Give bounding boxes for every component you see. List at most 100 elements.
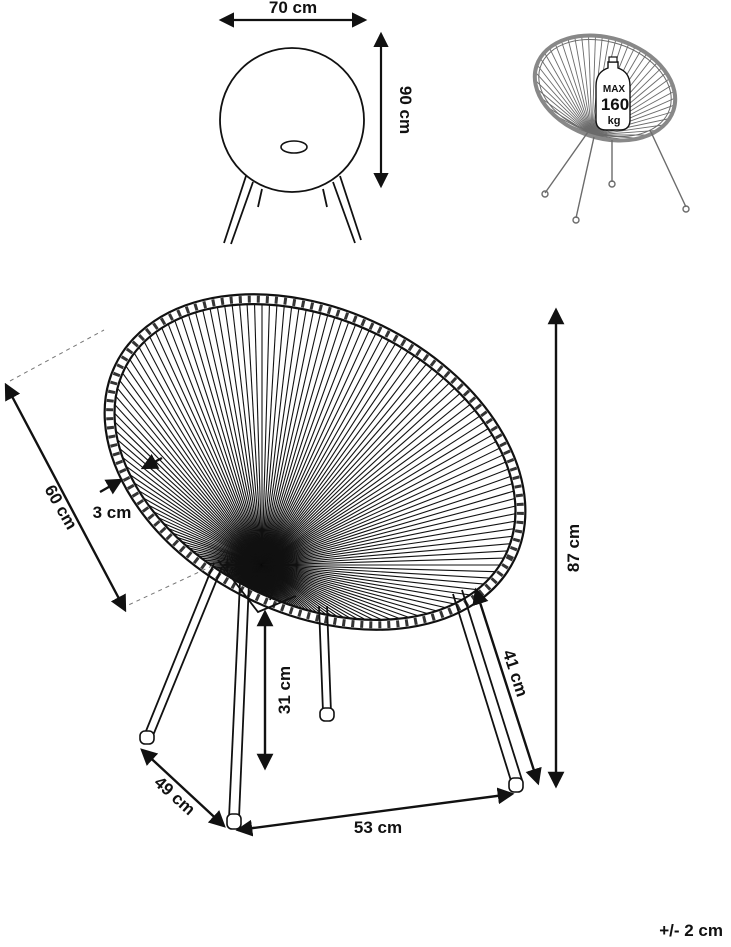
weave-string <box>261 564 438 683</box>
weave-string <box>591 134 689 155</box>
weave-string <box>261 564 448 683</box>
weave-string <box>62 400 263 566</box>
weave-string <box>62 564 263 683</box>
weave-string <box>261 564 568 683</box>
weave-string <box>62 564 263 683</box>
weave-string <box>521 134 593 158</box>
weave-string <box>225 241 263 566</box>
weave-string <box>261 564 568 683</box>
weave-string <box>521 115 593 136</box>
weave-string <box>591 134 654 158</box>
max-load-value: 160 <box>601 95 629 114</box>
weave-string <box>261 552 568 566</box>
weave-string <box>261 564 568 683</box>
weave-string <box>261 564 568 673</box>
weave-string <box>86 564 263 683</box>
weave-string <box>521 134 593 158</box>
weave-string <box>261 241 529 566</box>
max-load-unit: kg <box>608 115 621 127</box>
weave-string <box>62 317 263 566</box>
weave-string <box>521 134 593 155</box>
weave-string <box>591 134 687 158</box>
weave-string <box>62 564 263 661</box>
weave-string <box>62 564 263 683</box>
weave-string <box>591 134 663 158</box>
weave-string <box>154 241 263 566</box>
weave-string <box>143 564 263 683</box>
weave-string <box>521 30 593 136</box>
weave-string <box>261 564 568 683</box>
weave-string <box>62 564 263 683</box>
chair-frame <box>143 559 523 819</box>
weave-string <box>521 134 593 146</box>
weave-string <box>591 134 689 158</box>
weave-string <box>201 241 263 566</box>
weave-string <box>261 446 568 566</box>
weave-string <box>521 134 593 158</box>
weave-string <box>261 412 568 566</box>
weave-string <box>591 134 636 158</box>
weave-string <box>189 564 263 683</box>
weave-string <box>249 241 263 566</box>
weave-string <box>62 564 263 683</box>
weave-string <box>62 564 263 683</box>
weave-string <box>261 564 335 683</box>
weave-string <box>591 134 645 158</box>
weave-string <box>591 134 689 158</box>
seat-height-label: 31 cm <box>275 666 294 714</box>
weave-string <box>557 134 593 158</box>
weave-string <box>62 564 263 683</box>
weave-string <box>261 337 568 566</box>
weave-string <box>261 564 568 683</box>
rim-thickness-arrow-outer <box>99 478 124 495</box>
weave-string <box>548 134 593 158</box>
total-height-label: 87 cm <box>564 524 583 572</box>
weave-string <box>178 241 263 566</box>
weave-string <box>539 134 593 158</box>
tolerance-note: +/- 2 cm <box>659 921 723 940</box>
weave-string <box>261 481 568 566</box>
weave-string <box>521 134 593 158</box>
weave-string <box>62 564 263 683</box>
weave-string <box>237 241 263 566</box>
weave-string <box>120 241 263 566</box>
weave-string <box>62 564 263 649</box>
weave-string <box>261 241 510 566</box>
weave-string <box>261 504 568 566</box>
seat-diagonal-arrow <box>4 382 127 613</box>
weave-string <box>261 528 568 566</box>
weave-string <box>261 564 299 683</box>
weave-string <box>521 134 593 158</box>
weave-string <box>261 241 275 566</box>
weave-string <box>62 564 263 683</box>
weave-string <box>591 134 671 158</box>
weave-string <box>109 564 263 683</box>
weave-string <box>261 564 568 578</box>
weave-string <box>62 564 263 683</box>
weave-string <box>62 564 263 683</box>
weave-string <box>131 564 263 683</box>
front-view-hole <box>280 140 308 154</box>
weave-string <box>261 457 568 566</box>
weave-string <box>261 241 299 566</box>
weave-string <box>261 423 568 566</box>
front-view <box>218 12 389 245</box>
width-label: 53 cm <box>354 818 402 837</box>
weave-string <box>62 564 263 638</box>
weave-string <box>261 434 568 566</box>
weave-string <box>530 134 593 158</box>
width-arrow <box>235 787 515 837</box>
weave-string <box>62 457 263 566</box>
weave-string <box>521 134 593 158</box>
weave-string <box>62 564 263 683</box>
weave-string <box>76 564 263 683</box>
weave-string <box>261 400 568 566</box>
weave-string <box>261 564 346 683</box>
weave-string <box>591 134 689 158</box>
weave-string <box>62 564 263 683</box>
weave-string <box>261 241 370 566</box>
weave-string <box>521 134 593 158</box>
weave-string <box>261 241 287 566</box>
weave-string <box>261 564 311 683</box>
